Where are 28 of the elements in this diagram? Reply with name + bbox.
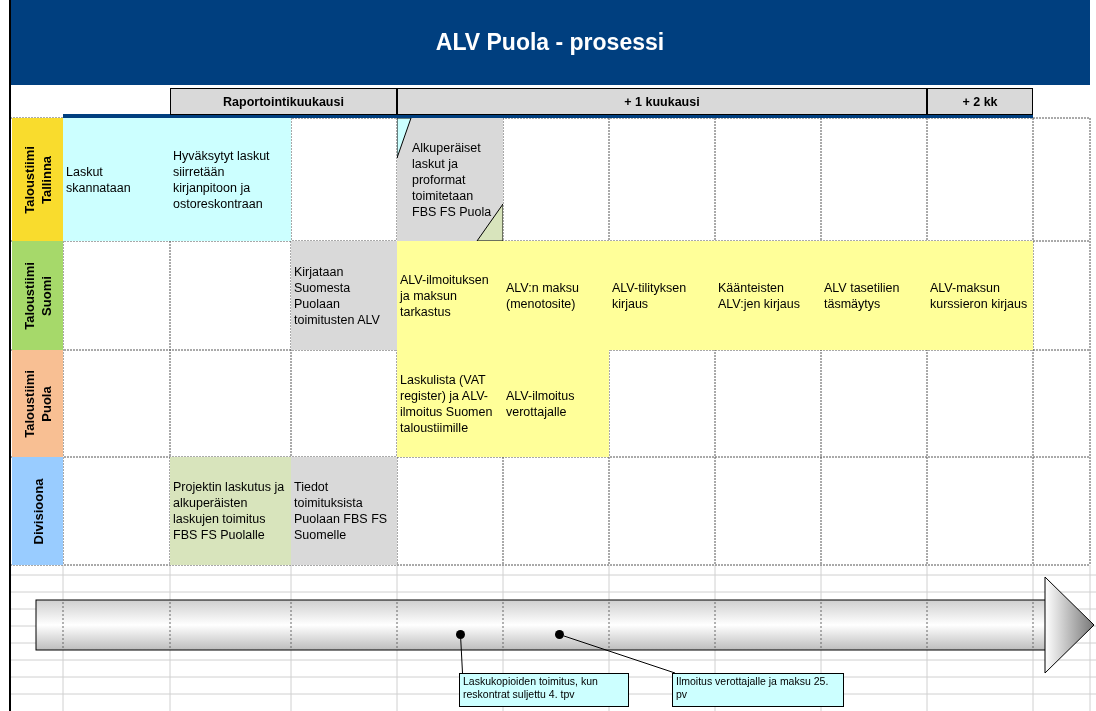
task-cell: ALV-maksun kurssieron kirjaus [927,241,1033,350]
column-header: + 1 kuukausi [397,88,927,115]
timeline-dot [555,630,564,639]
task-cell: Alkuperäiset laskut ja proformat toimitetaan FBS FS Puola [397,118,503,241]
task-cell: Kirjataan Suomesta Puolaan toimitusten ALV [291,241,397,350]
leader-line [460,638,463,674]
column-header: + 2 kk [927,88,1033,115]
lane-label: Taloustiimi Suomi [12,241,63,350]
lane-label: Taloustiimi Tallinna [12,118,63,241]
task-cell: ALV-tilityksen kirjaus [609,241,715,350]
task-cell: Käänteisten ALV:jen kirjaus [715,241,821,350]
title-banner: ALV Puola - prosessi [10,0,1090,85]
lane-label: Divisioona [12,457,63,565]
task-cell: Laskut skannataan [63,118,170,241]
callout-box: Laskukopioiden toimitus, kun reskontrat suljettu 4. tpv [459,673,629,707]
callout-box: Ilmoitus verottajalle ja maksu 25. pv [672,673,844,707]
task-cell: Projektin laskutus ja alkuperäisten laskujen toimitus FBS FS Puolalle [170,457,291,565]
task-cell: ALV-ilmoitus verottajalle [503,350,609,457]
leader-line [563,635,676,674]
task-cell: Hyväksytyt laskut siirretään kirjanpitoon ja ostoreskontraan [170,118,291,241]
lane-label: Taloustiimi Puola [12,350,63,457]
timeline-dot [456,630,465,639]
task-cell: Tiedot toimituksista Puolaan FBS FS Suomelle [291,457,397,565]
task-cell: ALV tasetilien täsmäytys [821,241,927,350]
column-header: Raportointikuukausi [170,88,397,115]
task-cell: ALV-ilmoituksen ja maksun tarkastus [397,241,503,350]
task-cell: ALV:n maksu (menotosite) [503,241,609,350]
task-cell: Laskulista (VAT register) ja ALV-ilmoitus Suomen taloustiimille [397,350,503,457]
